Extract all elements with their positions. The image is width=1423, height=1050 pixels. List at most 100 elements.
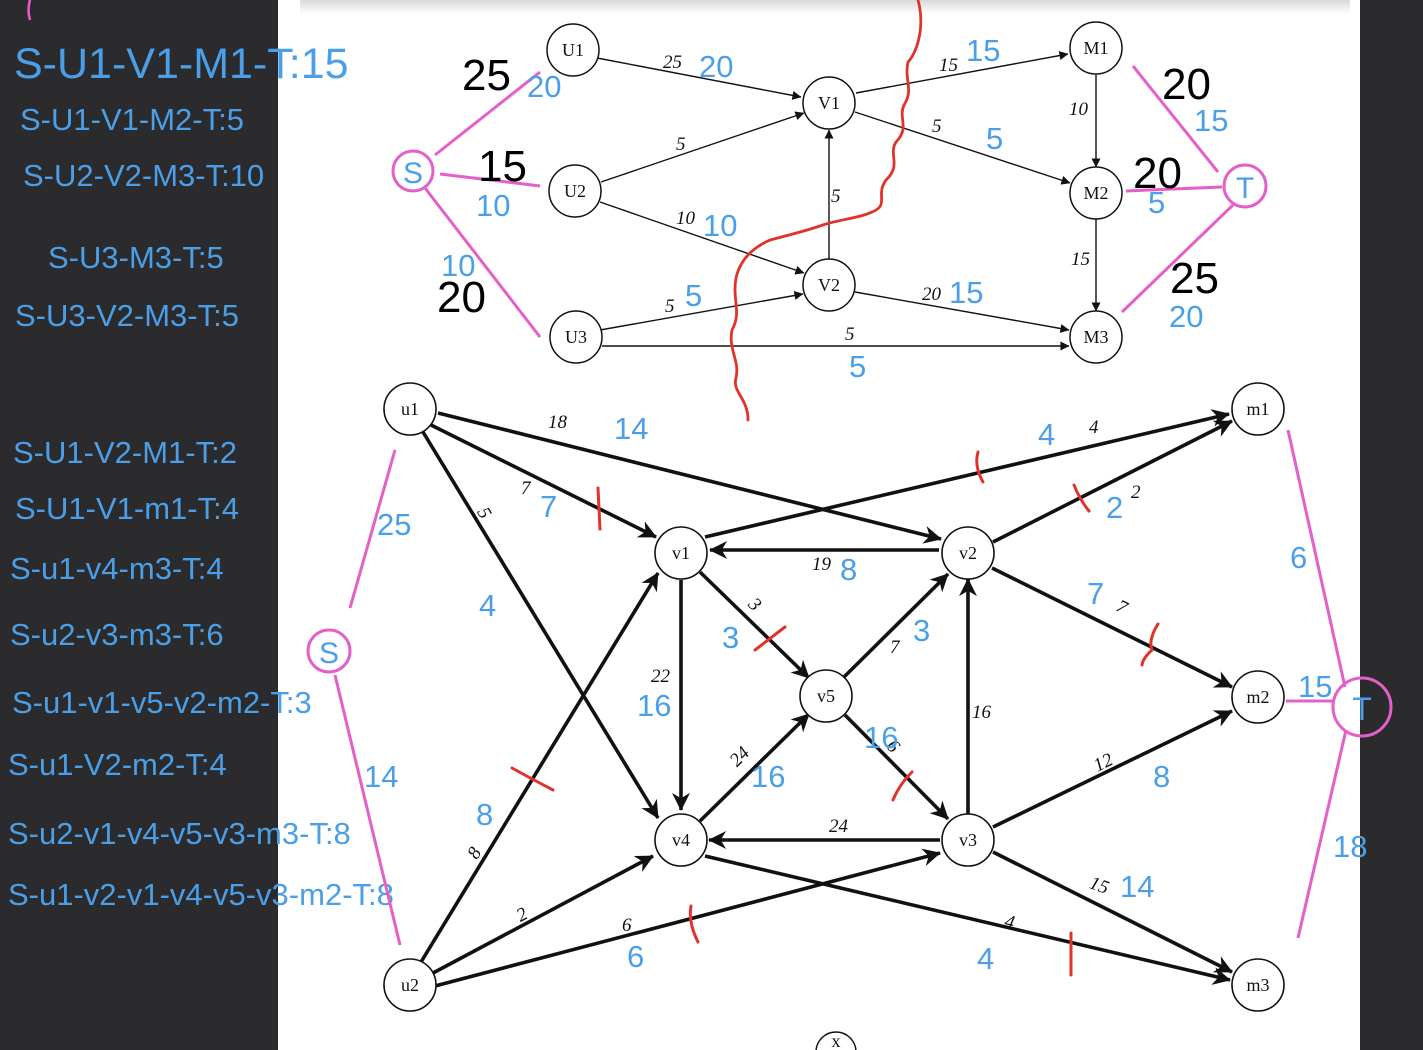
edge-v1-v5 bbox=[698, 570, 811, 680]
edge-u2-v3 bbox=[434, 848, 941, 988]
svg-text:T: T bbox=[1352, 691, 1372, 727]
path-line: S-u1-V2-m2-T:4 bbox=[8, 747, 227, 782]
flow-value: 4 bbox=[479, 588, 496, 623]
flow-value: 8 bbox=[1153, 759, 1170, 794]
node-M2: M2 bbox=[1069, 166, 1123, 220]
edge-v3-m2 bbox=[992, 709, 1233, 829]
capacity-label: 24 bbox=[829, 816, 849, 837]
sink-node-T-bottom: T bbox=[1331, 676, 1393, 738]
svg-text:m3: m3 bbox=[1246, 975, 1269, 995]
flow-value: 15 bbox=[1298, 669, 1332, 704]
capacity-label: 15 bbox=[1087, 873, 1112, 899]
flow-value: 14 bbox=[364, 759, 398, 794]
flow-value: 7 bbox=[540, 489, 557, 524]
flow-value: 16 bbox=[637, 688, 671, 723]
flow-value: 20 bbox=[1169, 299, 1203, 334]
edge-v4-m3 bbox=[704, 854, 1231, 985]
path-line: S-u1-v2-v1-v4-v5-v3-m2-T:8 bbox=[8, 877, 394, 912]
node-m1: m1 bbox=[1231, 382, 1285, 436]
edge-v5-v2 bbox=[842, 572, 950, 679]
node-u1: u1 bbox=[383, 382, 437, 436]
capacity-label: 15 bbox=[939, 55, 958, 76]
node-V2: V2 bbox=[802, 258, 856, 312]
capacity-label: 15 bbox=[1071, 249, 1090, 270]
capacity-label: 6 bbox=[622, 915, 632, 936]
graph1: 25 5 10 5 5 5 15 5 20 10 15 U1 U2 U3 V1 … bbox=[391, 0, 1268, 422]
node-u2: u2 bbox=[383, 958, 437, 1012]
flow-value: 4 bbox=[1038, 417, 1055, 452]
path-line: S-u1-v1-v5-v2-m2-T:3 bbox=[12, 685, 312, 720]
flow-value: 5 bbox=[986, 121, 1003, 156]
node-x-partial: x bbox=[815, 1031, 857, 1050]
flow-value: 14 bbox=[614, 411, 648, 446]
svg-text:T: T bbox=[1236, 172, 1254, 205]
svg-text:M2: M2 bbox=[1083, 183, 1108, 203]
svg-text:M1: M1 bbox=[1083, 38, 1108, 58]
right-margin bbox=[1360, 0, 1423, 1050]
saturated-edge-marks bbox=[510, 450, 1160, 977]
node-V1: V1 bbox=[802, 76, 856, 130]
svg-text:M3: M3 bbox=[1083, 327, 1108, 347]
flow-value: 15 bbox=[949, 275, 983, 310]
augmenting-path-list: S-U1-V1-M1-T:15 S-U1-V1-M2-T:5 S-U2-V2-M… bbox=[8, 40, 394, 912]
capacity-label: 5 bbox=[472, 504, 495, 523]
svg-text:U1: U1 bbox=[562, 40, 584, 60]
svg-text:u1: u1 bbox=[401, 399, 419, 419]
capacity-label: 8 bbox=[463, 843, 486, 863]
capacity-label: 22 bbox=[651, 666, 671, 687]
edge-u2-v1 bbox=[419, 572, 660, 963]
node-U2: U2 bbox=[548, 164, 602, 218]
sink-capacity: 20 bbox=[1133, 149, 1182, 198]
path-line: S-U3-M3-T:5 bbox=[48, 240, 224, 275]
flow-value: 14 bbox=[1120, 869, 1154, 904]
edge-v1-m1 bbox=[855, 51, 1069, 94]
flow-value: 5 bbox=[1148, 185, 1165, 220]
svg-text:v4: v4 bbox=[672, 830, 690, 850]
edge-u1-v2 bbox=[437, 411, 942, 544]
node-v5: v5 bbox=[799, 669, 853, 723]
flow-value: 20 bbox=[527, 69, 561, 104]
flow-value: 5 bbox=[685, 278, 702, 313]
flow-value: 3 bbox=[722, 620, 739, 655]
svg-text:U3: U3 bbox=[565, 327, 587, 347]
capacity-label: 5 bbox=[845, 324, 855, 345]
edge-u1-v4 bbox=[421, 431, 660, 819]
flow-value: 15 bbox=[966, 33, 1000, 68]
capacity-label: 10 bbox=[1069, 99, 1089, 120]
capacity-label: 12 bbox=[1090, 749, 1117, 776]
source-node-S-bottom: S bbox=[306, 628, 352, 674]
node-M3: M3 bbox=[1069, 310, 1123, 364]
pink-source-sink-links bbox=[423, 65, 1235, 338]
flow-value: 16 bbox=[864, 720, 898, 755]
node-U1: U1 bbox=[546, 23, 600, 77]
edge-u1-v1 bbox=[430, 423, 657, 539]
flow-value: 4 bbox=[977, 941, 994, 976]
edge-u1-v1 bbox=[596, 57, 802, 100]
path-line: S-U1-V1-M2-T:5 bbox=[20, 102, 244, 137]
capacity-label: 3 bbox=[743, 593, 765, 615]
svg-text:m2: m2 bbox=[1246, 687, 1269, 707]
svg-text:v3: v3 bbox=[959, 830, 977, 850]
capacity-label: 5 bbox=[676, 134, 686, 155]
svg-text:V1: V1 bbox=[818, 93, 840, 113]
flow-value: 25 bbox=[377, 507, 411, 542]
svg-text:v2: v2 bbox=[959, 543, 977, 563]
edge-v2-m2 bbox=[991, 566, 1233, 689]
path-line: S-U1-V2-M1-T:2 bbox=[13, 435, 237, 470]
capacity-label: 7 bbox=[521, 478, 532, 499]
flow-value: 6 bbox=[1290, 540, 1307, 575]
node-U3: U3 bbox=[549, 310, 603, 364]
capacity-label: 19 bbox=[812, 554, 832, 575]
node-m2: m2 bbox=[1231, 670, 1285, 724]
capacity-label: 16 bbox=[972, 702, 992, 723]
flow-value: 8 bbox=[476, 797, 493, 832]
edge-v3-m3 bbox=[992, 850, 1233, 974]
svg-text:v5: v5 bbox=[817, 686, 835, 706]
source-capacity: 15 bbox=[478, 142, 527, 191]
svg-text:U2: U2 bbox=[564, 181, 586, 201]
capacity-label: 10 bbox=[676, 208, 696, 229]
path-line: S-U3-V2-M3-T:5 bbox=[15, 298, 239, 333]
flow-value: 8 bbox=[840, 552, 857, 587]
capacity-label: 7 bbox=[1113, 596, 1132, 620]
edge-u2-v1 bbox=[600, 111, 805, 183]
